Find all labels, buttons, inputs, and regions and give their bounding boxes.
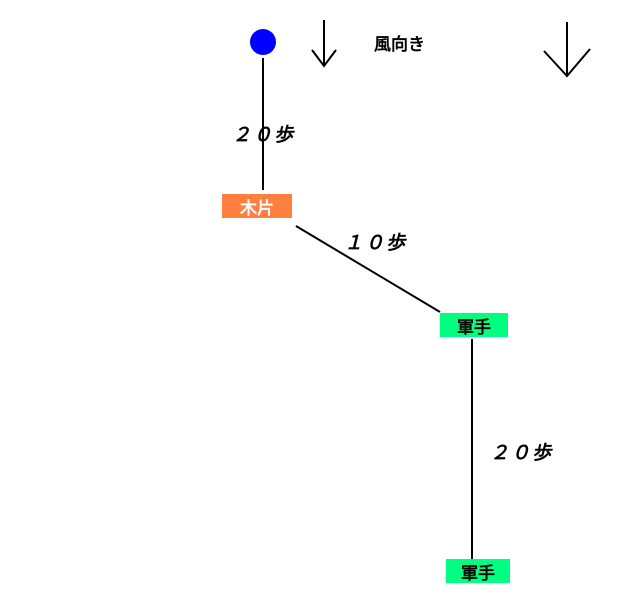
edge-line-wood-to-glove xyxy=(295,225,441,313)
distance-label-glove-to-glove: ２０歩 xyxy=(490,442,554,464)
wind-arrow-small-icon xyxy=(311,20,337,68)
distance-label-start-to-wood: ２０歩 xyxy=(232,124,296,146)
wind-direction-label: 風向き xyxy=(374,35,425,55)
start-marker xyxy=(250,29,276,55)
node-wood-chip: 木片 xyxy=(222,194,292,219)
wind-arrow-large-icon xyxy=(543,22,591,78)
node-glove-2: 軍手 xyxy=(446,559,510,584)
node-glove-1: 軍手 xyxy=(440,313,508,338)
distance-label-wood-to-glove: １０歩 xyxy=(344,232,408,254)
